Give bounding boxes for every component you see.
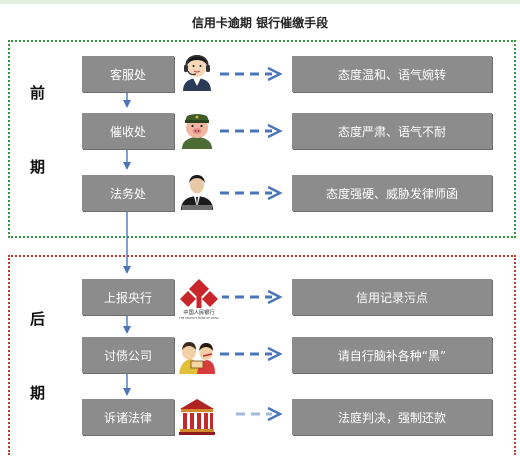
step-legal-action: 诉诸法律	[82, 399, 174, 435]
step-legal-dept-desc: 态度强硬、威胁发律师函	[292, 175, 492, 211]
early-phase-label-1: 前	[30, 84, 46, 102]
step-customer-service-desc: 态度温和、语气婉转	[292, 56, 492, 92]
step-customer-service: 客服处	[82, 56, 174, 92]
step-collection-dept-desc: 态度严肃、语气不耐	[292, 113, 492, 149]
step-debt-collection-company: 讨债公司	[82, 337, 174, 373]
step-label: 客服处	[109, 67, 146, 82]
step-label: 诉诸法律	[103, 410, 152, 425]
step-debt-collection-company-desc: 请自行脑补各种“黑”	[292, 337, 492, 373]
late-phase-label-1: 后	[30, 310, 46, 328]
step-label: 讨债公司	[103, 348, 152, 363]
step-legal-dept: 法务处	[82, 175, 174, 211]
step-label: 催收处	[109, 124, 146, 139]
step-desc: 法庭判决，强制还款	[337, 410, 446, 425]
step-report-central-bank: 上报央行	[82, 279, 174, 315]
step-desc: 请自行脑补各种“黑”	[337, 348, 447, 363]
late-phase-label-2: 期	[30, 384, 46, 402]
central-bank-logo-icon: 中国人民银行 THE PEOPLE'S BANK OF CHINA	[176, 276, 222, 322]
step-desc: 态度强硬、威胁发律师函	[325, 186, 458, 201]
step-legal-action-desc: 法庭判决，强制还款	[292, 399, 492, 435]
bank-logo-text: 中国人民银行	[183, 308, 214, 316]
step-collection-dept: 催收处	[82, 113, 174, 149]
debt-collectors-icon	[179, 336, 215, 374]
step-desc: 态度严肃、语气不耐	[337, 124, 446, 139]
step-label: 法务处	[109, 186, 146, 201]
top-strip	[0, 0, 520, 4]
diagram-title: 信用卡逾期 银行催缴手段	[191, 16, 329, 30]
step-report-central-bank-desc: 信用记录污点	[292, 279, 492, 315]
step-desc: 信用记录污点	[355, 290, 428, 305]
early-phase-label-2: 期	[30, 158, 46, 176]
late-phase-panel	[8, 255, 516, 455]
headset-agent-icon	[179, 53, 215, 91]
step-label: 上报央行	[103, 290, 152, 305]
bank-logo-subtext: THE PEOPLE'S BANK OF CHINA	[179, 316, 219, 320]
early-phase-panel	[8, 40, 516, 238]
courthouse-icon	[179, 397, 215, 435]
collector-officer-icon	[179, 111, 215, 149]
lawyer-icon	[179, 172, 215, 210]
step-desc: 态度温和、语气婉转	[337, 67, 446, 82]
